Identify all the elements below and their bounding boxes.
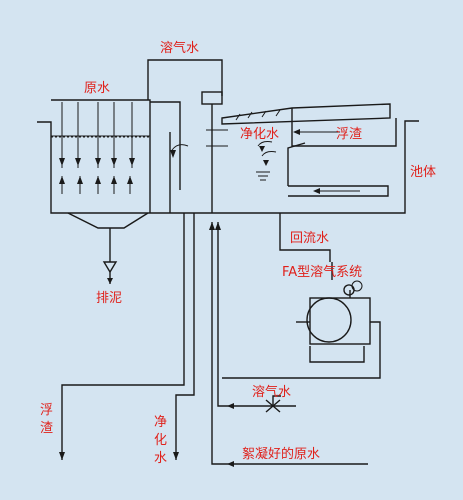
dissolved-air-water-pipe (147, 59, 228, 213)
air-water-valve (265, 395, 281, 413)
scum-inner-label: 浮渣 (336, 127, 362, 142)
return-flow-arrowhead (313, 188, 320, 194)
purified-outlet-char-3: 水 (154, 451, 167, 466)
sludge-discharge-label: 排泥 (96, 291, 122, 306)
fa-system-label: FA型溶气系统 (282, 264, 362, 280)
fa-dissolved-air-system (222, 280, 381, 379)
raw-water-distribution (59, 102, 135, 194)
purified-outlet-char-1: 净 (154, 415, 167, 430)
purified-water-inner-label: 净化水 (240, 127, 279, 142)
scum-outlet-char-2: 渣 (40, 421, 53, 436)
return-water-pipe (279, 213, 333, 280)
outlet-pipes (59, 213, 368, 467)
return-water-label: 回流水 (290, 231, 329, 246)
purified-outlet-char-2: 化 (154, 433, 167, 448)
sludge-valve (102, 261, 118, 284)
tank-body-label: 池体 (410, 165, 436, 180)
flocculated-raw-water-label: 絮凝好的原水 (242, 446, 320, 462)
purified-water-flow (170, 141, 277, 181)
scum-outlet-char-1: 浮 (40, 403, 53, 418)
raw-water-label: 原水 (84, 81, 110, 96)
scum-skimmer (221, 103, 397, 147)
dissolved-air-water-bottom-label: 溶气水 (252, 384, 291, 400)
tank-body (37, 99, 419, 262)
dissolved-air-water-label: 溶气水 (160, 40, 199, 56)
